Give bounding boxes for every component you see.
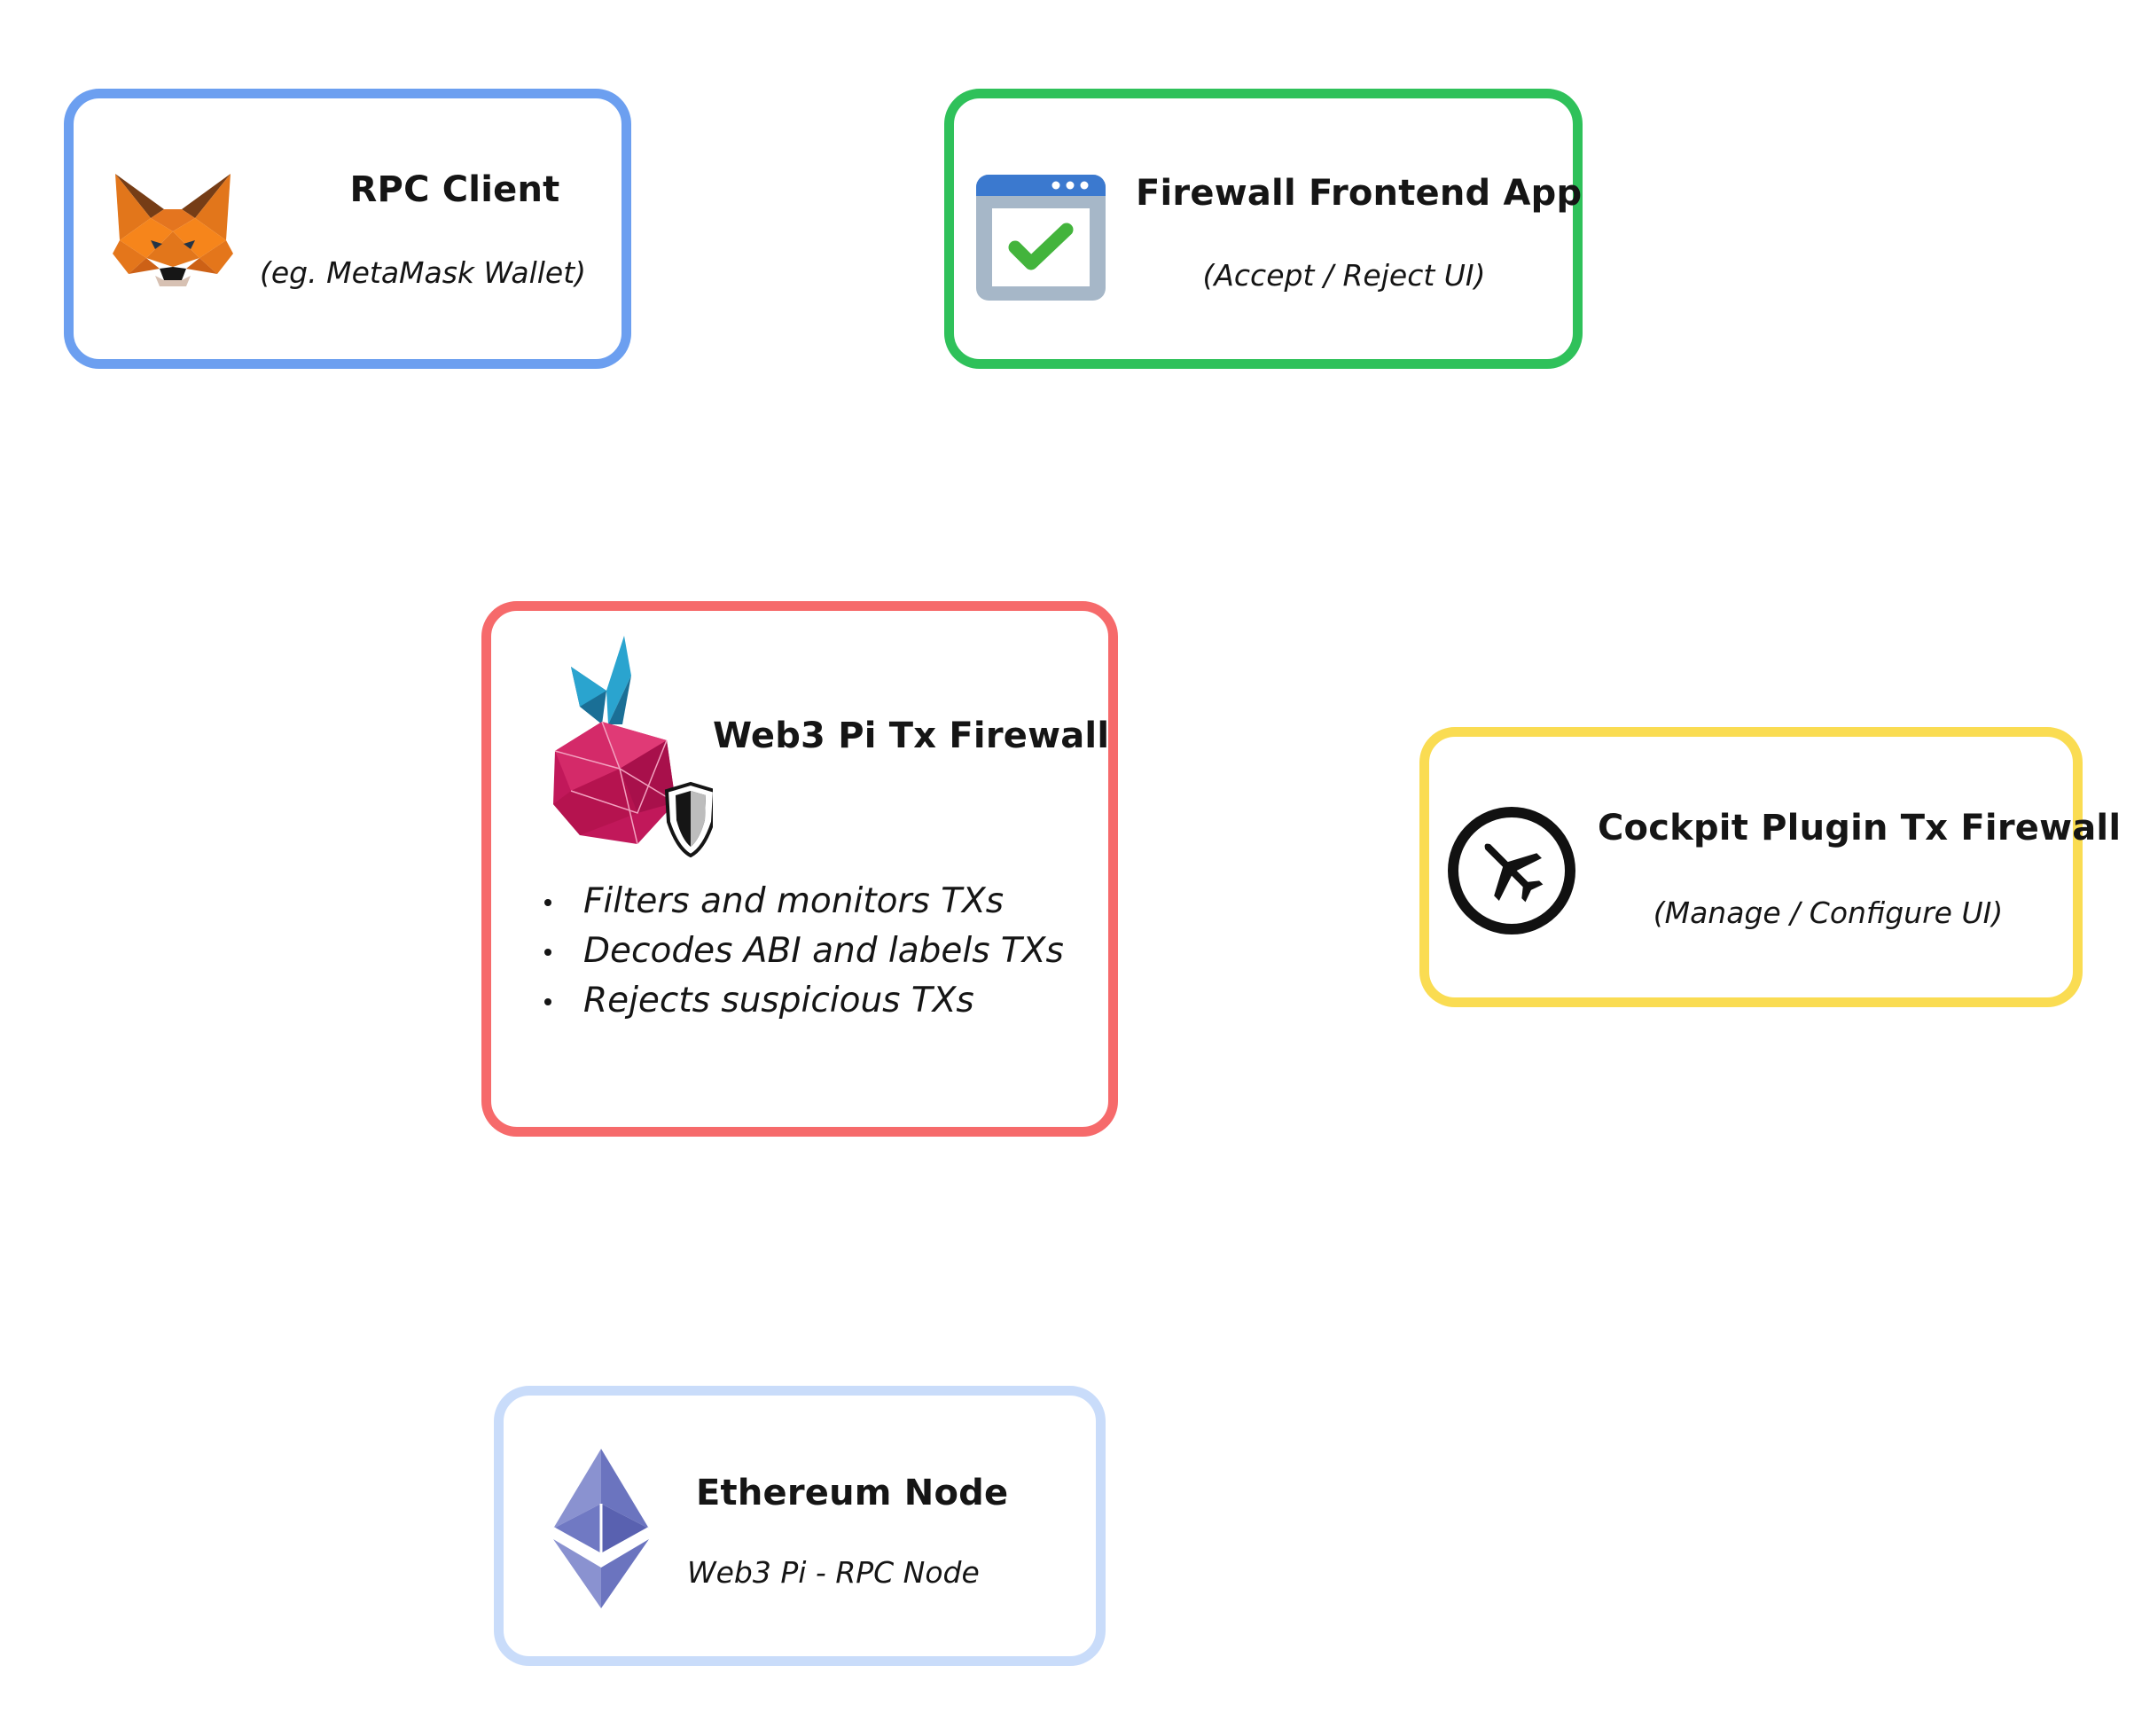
feature-text: Rejects suspicious TXs [583, 981, 974, 1020]
feature-list: Filters and monitors TXs Decodes ABI and… [544, 877, 1064, 1026]
node-subtitle: (eg. MetaMask Wallet) [260, 255, 587, 290]
node-title: RPC Client [349, 169, 560, 210]
frontend-app-node: Firewall Frontend App (Accept / Reject U… [944, 89, 1583, 369]
feature-text: Decodes ABI and labels TXs [583, 931, 1064, 971]
metamask-fox-icon [111, 169, 235, 289]
tx-firewall-node: Web3 Pi Tx Firewall Filters and monitors… [481, 601, 1118, 1137]
ethereum-diamond-icon [548, 1449, 654, 1608]
raspberry-shield-icon [553, 636, 717, 858]
airplane-circle-icon [1445, 804, 1578, 937]
node-title: Ethereum Node [696, 1473, 1009, 1513]
ethereum-node: Ethereum Node Web3 Pi - RPC Node [494, 1386, 1106, 1666]
bullet-dot [544, 998, 551, 1005]
browser-window-check-icon [974, 173, 1107, 306]
feature-text: Filters and monitors TXs [583, 881, 1005, 921]
node-title: Firewall Frontend App [1136, 173, 1583, 214]
node-subtitle: (Accept / Reject UI) [1202, 258, 1486, 293]
feature-item: Filters and monitors TXs [544, 877, 1064, 927]
node-subtitle: Web3 Pi - RPC Node [687, 1555, 980, 1590]
cockpit-plugin-node: Cockpit Plugin Tx Firewall (Manage / Con… [1419, 727, 2122, 1007]
feature-item: Rejects suspicious TXs [544, 976, 1064, 1026]
node-title: Web3 Pi Tx Firewall [713, 716, 1110, 756]
rpc-client-node: RPC Client (eg. MetaMask Wallet) [64, 89, 631, 369]
node-subtitle: (Manage / Configure UI) [1653, 895, 2004, 930]
feature-item: Decodes ABI and labels TXs [544, 927, 1064, 976]
bullet-dot [544, 949, 551, 956]
bullet-dot [544, 899, 551, 906]
node-title: Cockpit Plugin Tx Firewall [1598, 808, 2122, 848]
